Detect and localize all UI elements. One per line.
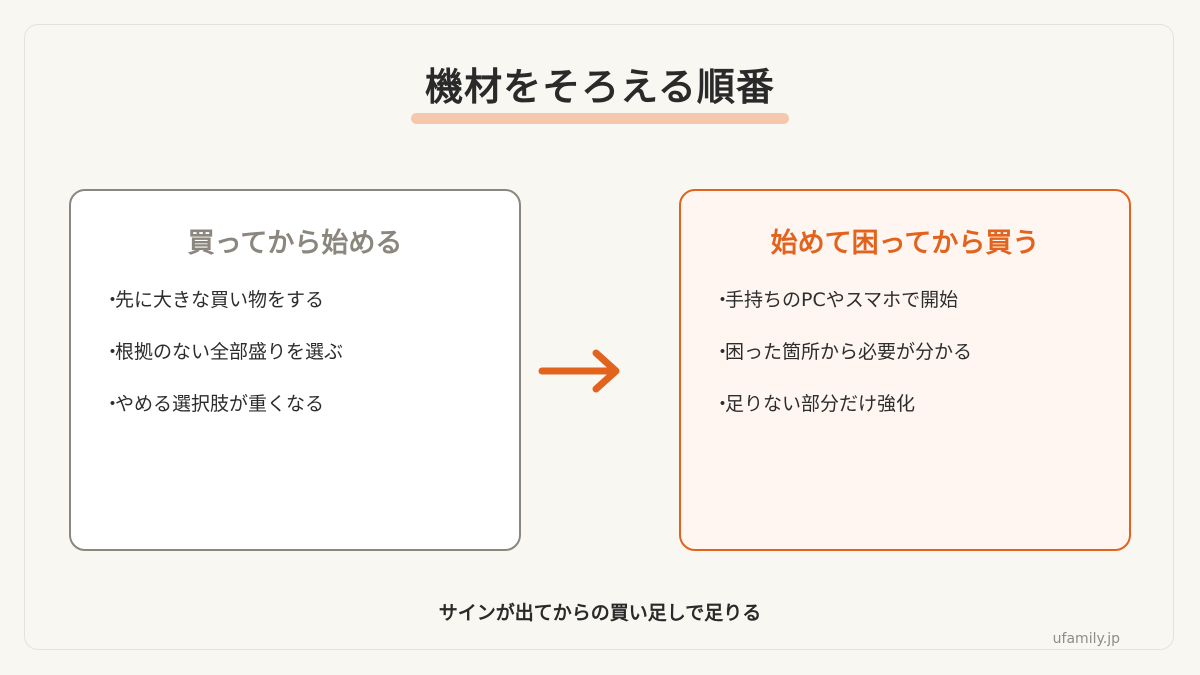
- bullet: ・: [713, 341, 733, 363]
- card-start-first-title: 始めて困ってから買う: [770, 228, 1040, 259]
- bullet: ・: [713, 393, 733, 415]
- site-credit: ufamily.jp: [1052, 631, 1120, 647]
- arrow-right-icon: [538, 349, 620, 393]
- list-item: ・足りない部分だけ強化: [713, 393, 972, 445]
- list-item-text: やめる選択肢が重くなる: [115, 393, 325, 415]
- list-item: ・困った箇所から必要が分かる: [713, 341, 972, 393]
- bullet: ・: [713, 289, 733, 311]
- bullet: ・: [103, 393, 123, 415]
- page-title: 機材をそろえる順番: [425, 65, 775, 109]
- list-item: ・やめる選択肢が重くなる: [103, 393, 343, 445]
- list-item-text: 足りない部分だけ強化: [725, 393, 916, 415]
- card-start-first: 始めて困ってから買う ・手持ちのPCやスマホで開始 ・困った箇所から必要が分かる…: [679, 189, 1131, 551]
- card-start-first-list: ・手持ちのPCやスマホで開始 ・困った箇所から必要が分かる ・足りない部分だけ強…: [713, 289, 972, 445]
- bullet: ・: [103, 289, 123, 311]
- list-item-text: 困った箇所から必要が分かる: [725, 341, 973, 363]
- list-item: ・根拠のない全部盛りを選ぶ: [103, 341, 343, 393]
- card-buy-first-list: ・先に大きな買い物をする ・根拠のない全部盛りを選ぶ ・やめる選択肢が重くなる: [103, 289, 343, 445]
- list-item: ・先に大きな買い物をする: [103, 289, 343, 341]
- tagline: サインが出てからの買い足しで足りる: [438, 602, 762, 624]
- list-item-text: 先に大きな買い物をする: [115, 289, 325, 311]
- list-item-text: 手持ちのPCやスマホで開始: [725, 289, 959, 311]
- card-buy-first: 買ってから始める ・先に大きな買い物をする ・根拠のない全部盛りを選ぶ ・やめる…: [69, 189, 521, 551]
- card-buy-first-title: 買ってから始める: [187, 228, 403, 259]
- list-item-text: 根拠のない全部盛りを選ぶ: [115, 341, 344, 363]
- title-underline: [411, 113, 789, 124]
- list-item: ・手持ちのPCやスマホで開始: [713, 289, 972, 341]
- bullet: ・: [103, 341, 123, 363]
